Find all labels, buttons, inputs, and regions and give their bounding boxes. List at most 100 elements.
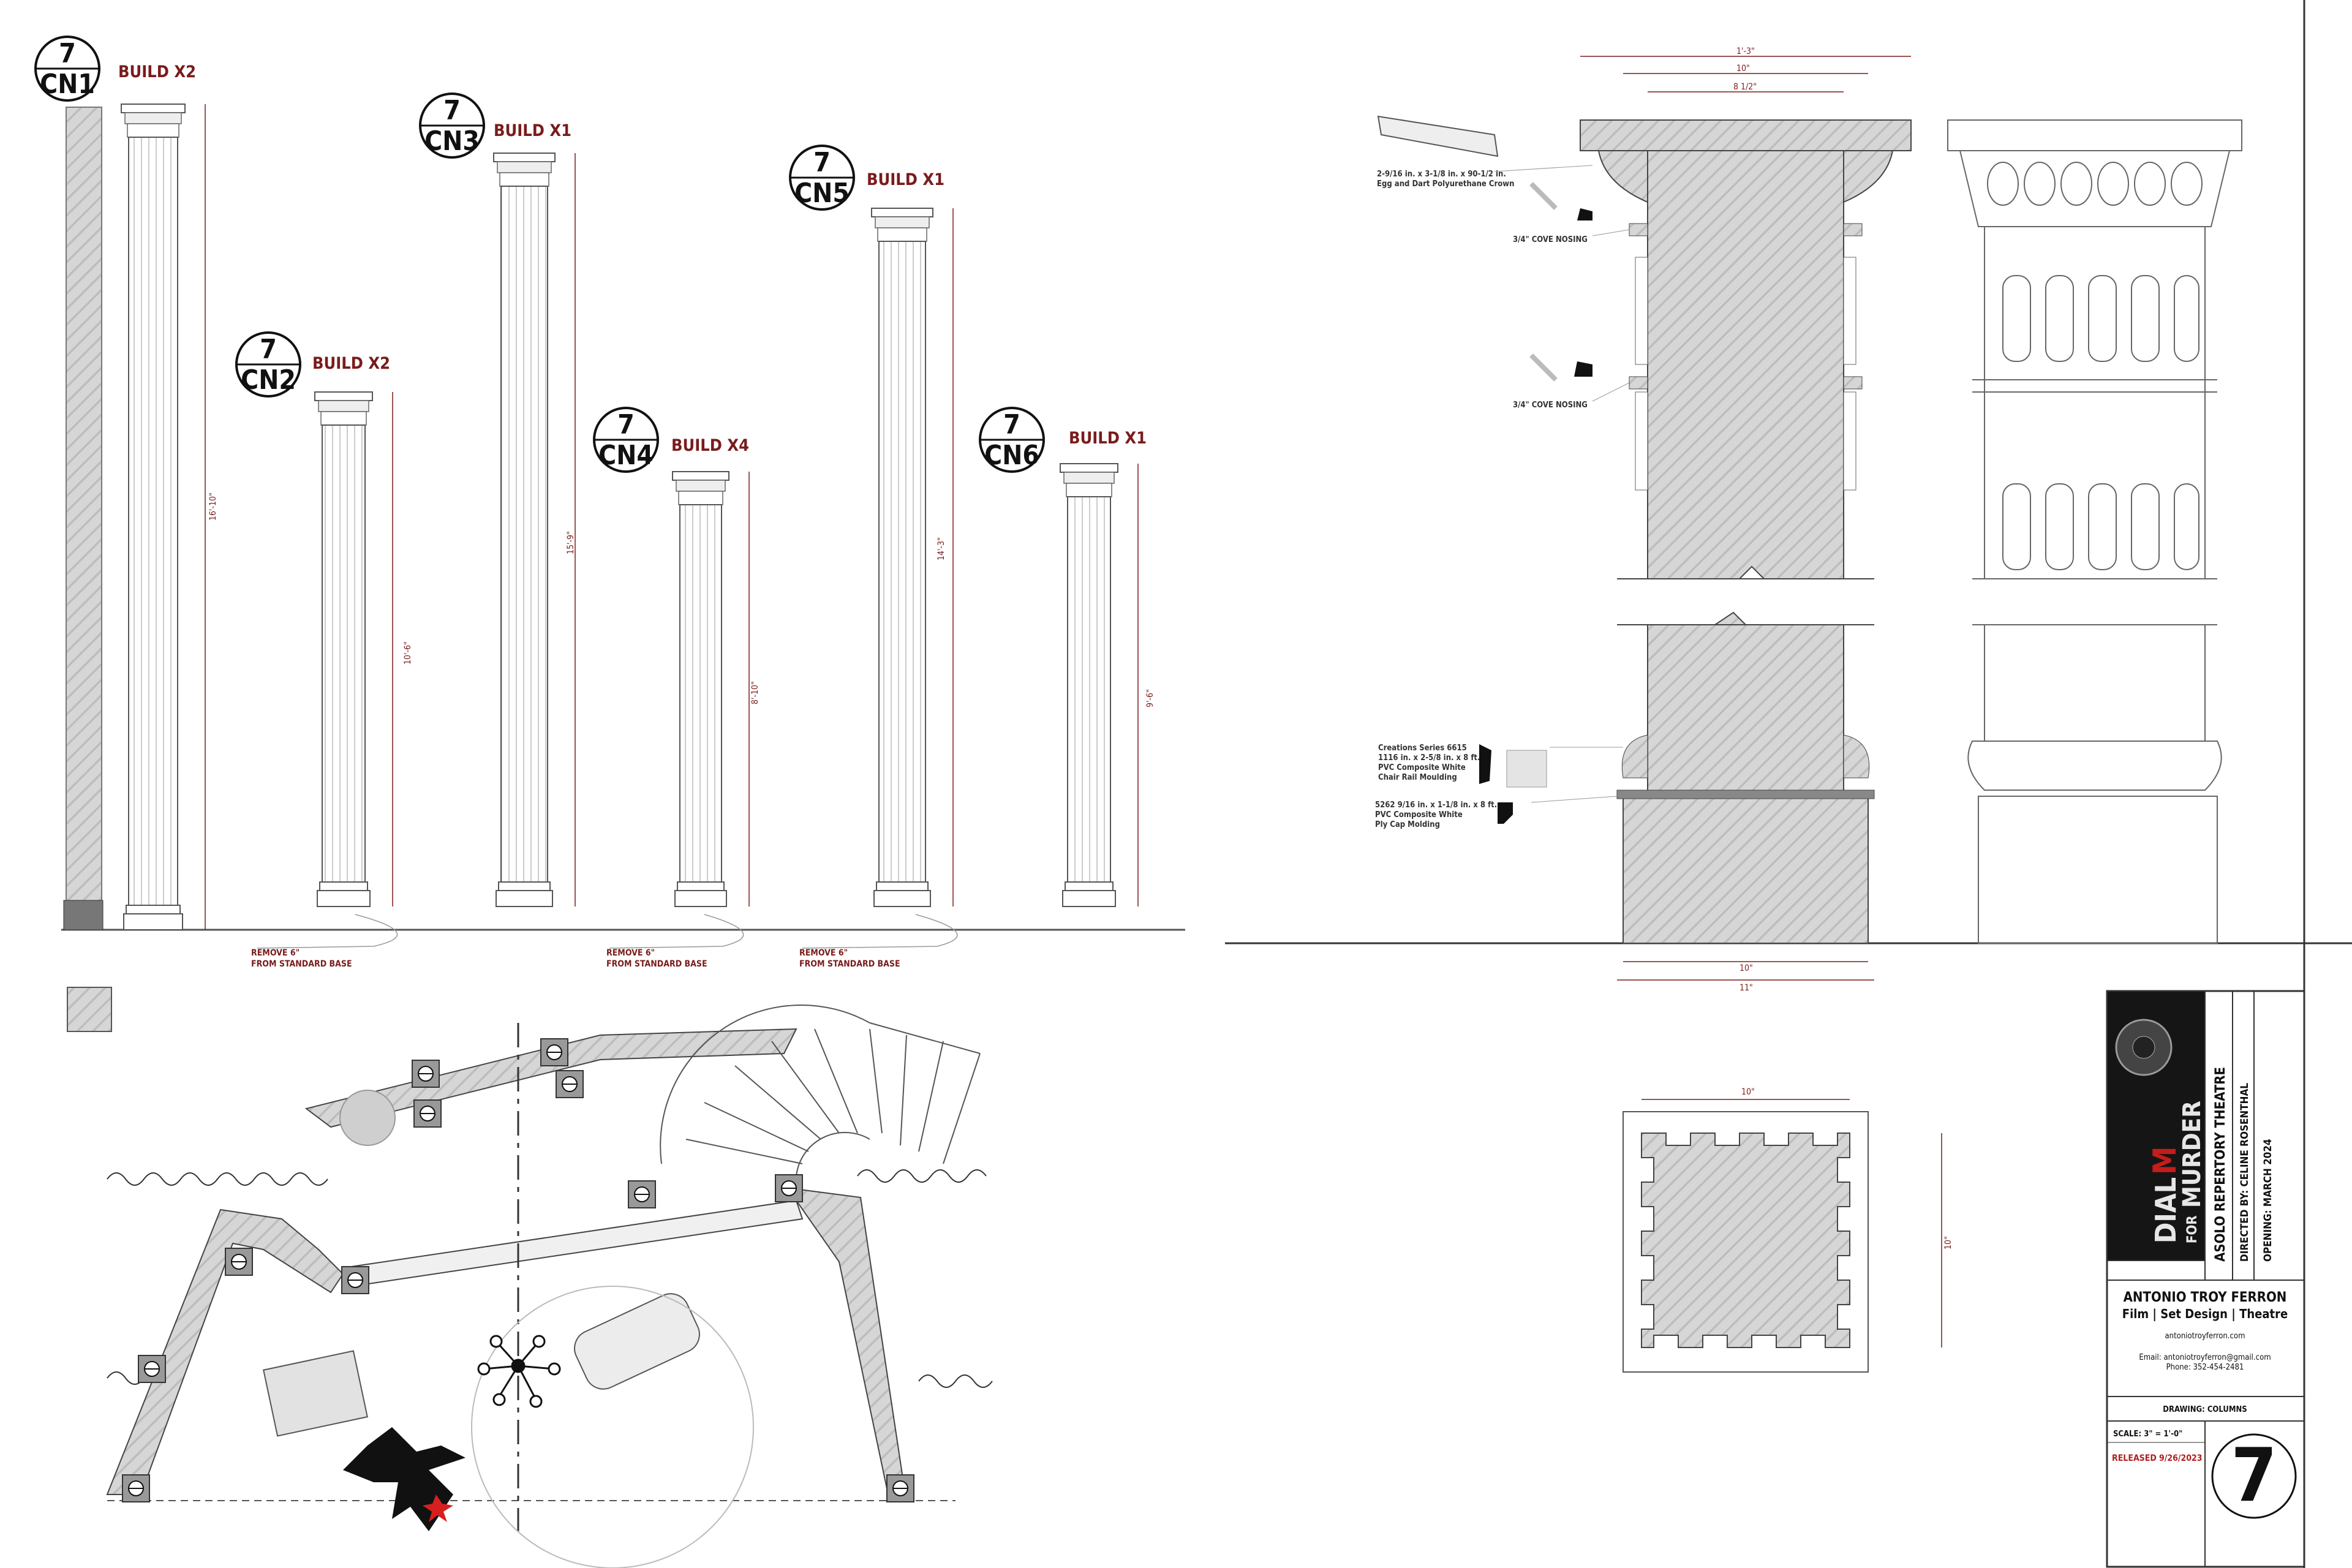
column-elevation-outline [1947, 119, 2242, 944]
released-date: 9/26/2023 [2159, 1453, 2203, 1463]
opening: OPENING: MARCH 2024 [2262, 1139, 2274, 1262]
show-title-murder: MURDER [2178, 1101, 2206, 1208]
dim-plan-side: 10" [1943, 1236, 1953, 1250]
released-label: RELEASED [2112, 1453, 2157, 1463]
column-cn1 [121, 104, 206, 930]
director: DIRECTED BY: CELINE ROSENTHAL [2239, 1083, 2251, 1262]
tag-sheet-number: 7 [617, 409, 635, 440]
dim-top-mid: 10" [1736, 64, 1750, 74]
plan-tree [339, 1090, 396, 1146]
remove-base-note-3: REMOVE 6" FROM STANDARD BASE [799, 914, 958, 969]
plan-column-marker [886, 1474, 914, 1502]
curtain-line-right [857, 1169, 987, 1183]
designer-phone: Phone: 352-454-2481 [2166, 1363, 2244, 1372]
top-dimensions [1580, 56, 1911, 981]
svg-text:3/4" COVE NOSING: 3/4" COVE NOSING [1513, 235, 1588, 244]
show-title-m: M [2147, 1146, 2184, 1175]
tag-column-id: CN6 [984, 440, 1039, 471]
column-cn5 [871, 208, 954, 907]
designer-email[interactable]: Email: antoniotroyferron@gmail.com [2139, 1353, 2271, 1362]
designer-website[interactable]: antoniotroyferron.com [2165, 1332, 2245, 1341]
plan-column-marker [122, 1474, 150, 1502]
tag-sheet-number: 7 [443, 95, 461, 126]
cove-callout-2: 3/4" COVE NOSING [1513, 353, 1630, 410]
crown-right [1843, 150, 1894, 203]
section-cap [1580, 119, 1912, 151]
svg-text:5262 9/16 in. x 1-1/8 in. x 8: 5262 9/16 in. x 1-1/8 in. x 8 ft. [1375, 801, 1497, 810]
dim-bottom-outer: 11" [1740, 983, 1753, 993]
tag-column-id: CN3 [424, 126, 480, 157]
cn4-height-dim: 8'-10" [750, 681, 760, 704]
show-title-dial: DIAL [2149, 1177, 2182, 1243]
designer-name: ANTONIO TROY FERRON [2124, 1290, 2287, 1305]
sheet-number: 7 [2231, 1433, 2277, 1518]
svg-text:3/4" COVE NOSING: 3/4" COVE NOSING [1513, 401, 1588, 410]
ply-cap-callout: 5262 9/16 in. x 1-1/8 in. x 8 ft. PVC Co… [1375, 796, 1618, 829]
plan-column-marker [225, 1248, 253, 1276]
plan-column-marker [341, 1266, 369, 1294]
plan-column-marker [412, 1060, 440, 1088]
ground-plan [67, 987, 993, 1568]
column-plan-section [1641, 1133, 1850, 1348]
plan-column-marker [628, 1180, 656, 1208]
svg-text:Chair Rail Moulding: Chair Rail Moulding [1378, 773, 1457, 782]
title-block: DIAL M FOR MURDER ASOLO REPERTORY THEATR… [2106, 0, 2305, 1568]
blood-mark-icon [423, 1494, 453, 1522]
plan-column-marker [775, 1174, 803, 1202]
plan-wall-left [106, 1208, 344, 1495]
tag-column-id: CN5 [794, 178, 850, 209]
column-cn6 [1060, 463, 1139, 907]
build-quantity: BUILD X1 [494, 121, 571, 140]
tag-sheet-number: 7 [813, 147, 831, 178]
chair-rail-callout: Creations Series 6615 1116 in. x 2-5/8 i… [1378, 744, 1623, 788]
tag-column-id: CN2 [241, 364, 296, 396]
tag-sheet-number: 7 [1003, 409, 1020, 440]
section-shaft-upper [1647, 150, 1844, 579]
plan-column-marker [138, 1355, 166, 1383]
crown-left [1597, 150, 1648, 203]
remove-base-note-1: REMOVE 6" FROM STANDARD BASE [251, 914, 398, 969]
plan-wall-center [342, 1199, 804, 1287]
svg-text:FROM STANDARD BASE: FROM STANDARD BASE [606, 959, 707, 969]
crown-callout: 2-9/16 in. x 3-1/8 in. x 90-1/2 in. Egg … [1377, 115, 1593, 189]
build-quantity: BUILD X2 [118, 62, 196, 81]
build-quantity: BUILD X2 [312, 354, 390, 373]
build-quantity: BUILD X1 [1069, 429, 1147, 448]
tag-sheet-number: 7 [59, 38, 76, 69]
spiral-stair [660, 1005, 981, 1177]
legend-swatch [67, 987, 112, 1032]
svg-text:FROM STANDARD BASE: FROM STANDARD BASE [799, 959, 900, 969]
cn5-height-dim: 14'-3" [937, 537, 946, 560]
svg-text:FROM STANDARD BASE: FROM STANDARD BASE [251, 959, 352, 969]
dim-top-overall: 1'-3" [1736, 47, 1755, 56]
svg-text:Egg and Dart Polyurethane Crow: Egg and Dart Polyurethane Crown [1377, 179, 1514, 189]
svg-text:REMOVE 6": REMOVE 6" [606, 948, 655, 958]
drawing-name: DRAWING: COLUMNS [2163, 1405, 2247, 1414]
cove-callout-1: 3/4" COVE NOSING [1513, 182, 1630, 244]
cn6-height-dim: 9'-6" [1145, 689, 1155, 707]
plan-desk [263, 1350, 368, 1437]
sheet-number-circle [2211, 1433, 2297, 1519]
plan-column-marker [540, 1038, 568, 1066]
chandelier-icon [477, 1335, 561, 1408]
svg-text:PVC Composite White: PVC Composite White [1378, 763, 1466, 772]
svg-text:REMOVE 6": REMOVE 6" [251, 948, 300, 958]
svg-text:1116 in. x 2-5/8 in. x 8 ft.: 1116 in. x 2-5/8 in. x 8 ft. [1378, 753, 1480, 763]
cn1-height-dim: 16'-10" [208, 492, 218, 521]
plan-wall-right [789, 1187, 905, 1496]
tag-column-id: CN4 [598, 440, 654, 471]
svg-text:2-9/16 in. x 3-1/8 in. x 90-1/: 2-9/16 in. x 3-1/8 in. x 90-1/2 in. [1377, 170, 1506, 179]
cn2-height-dim: 10'-6" [403, 641, 413, 665]
tag-column-id: CN1 [40, 69, 95, 100]
column-cn2 [314, 391, 393, 907]
column-cn4 [672, 471, 750, 907]
column-cn3 [493, 153, 576, 907]
show-title-for: FOR [2185, 1215, 2200, 1243]
build-quantity: BUILD X4 [671, 436, 749, 455]
svg-text:Creations Series 6615: Creations Series 6615 [1378, 744, 1467, 753]
